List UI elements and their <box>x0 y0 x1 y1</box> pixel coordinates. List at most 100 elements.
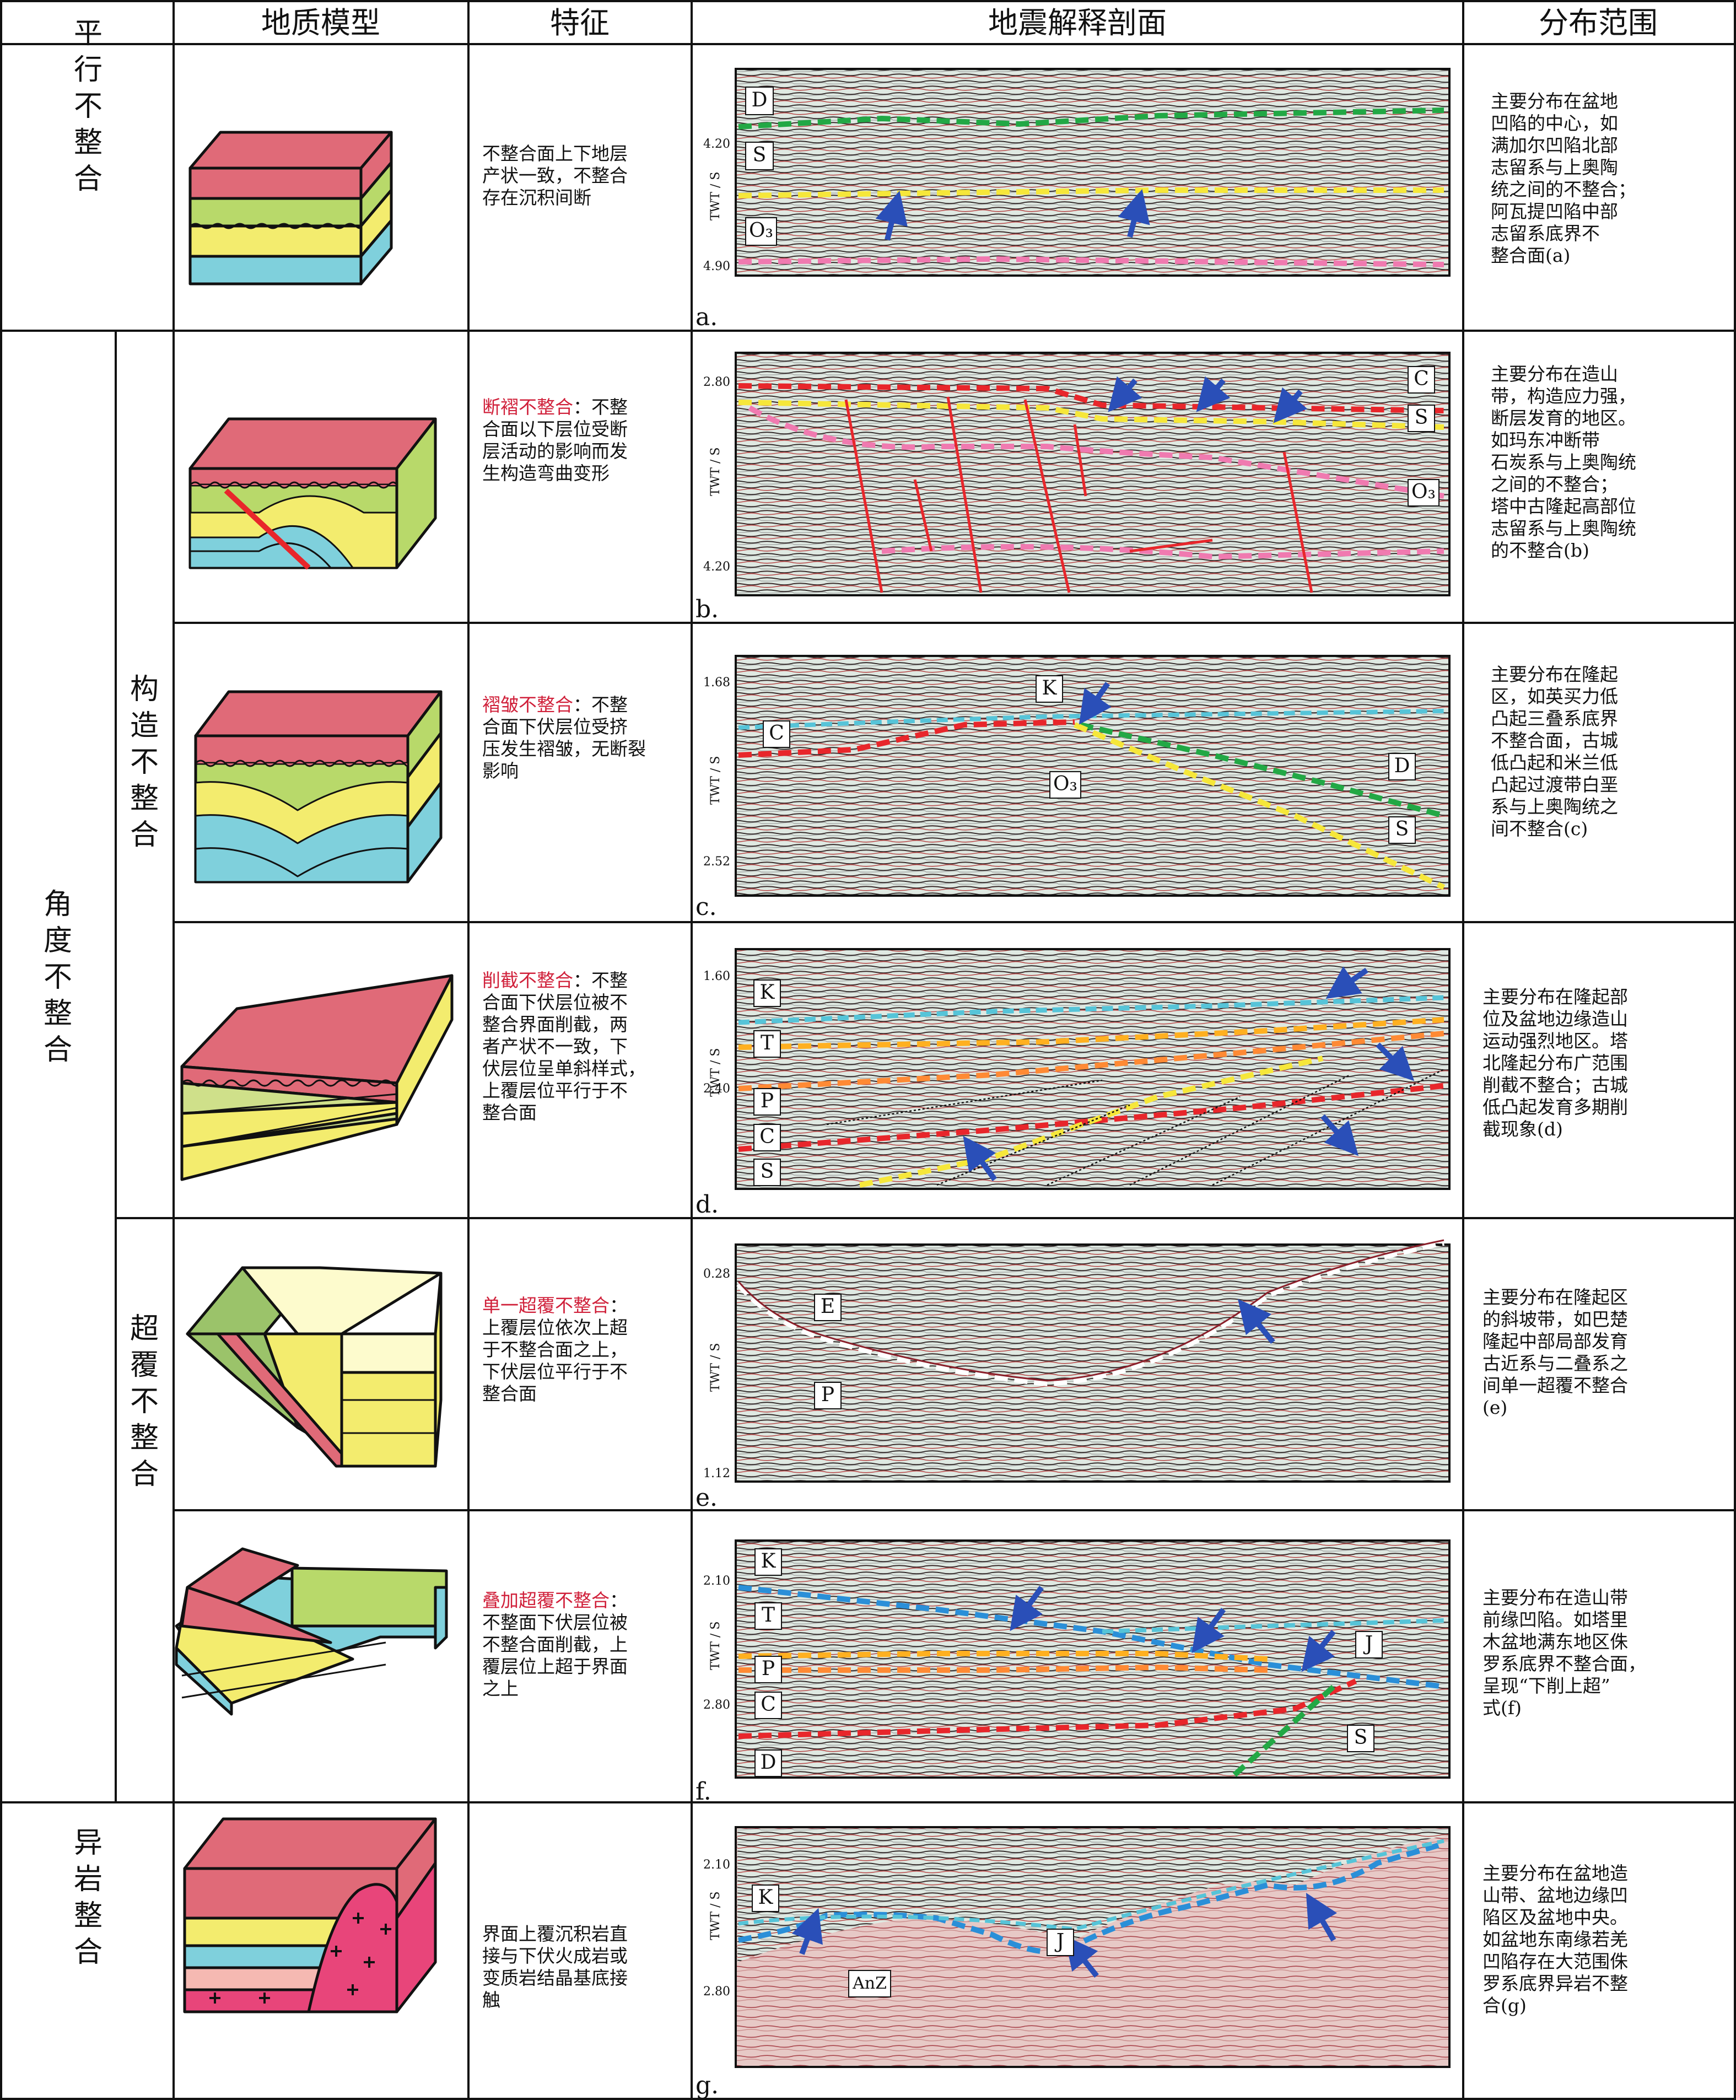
block-model-e <box>186 1266 443 1468</box>
tick-label: 0.28 <box>703 1267 730 1281</box>
category-char: 造 <box>130 709 159 742</box>
feature-text: 界面上覆沉积岩直 <box>482 1923 628 1945</box>
distribution-line: 运动强烈地区。塔 <box>1482 1030 1628 1052</box>
feature-text: 于不整合面之上， <box>482 1339 628 1360</box>
axis-label: TWT / S <box>709 448 723 496</box>
distribution-c: 主要分布在隆起区，如英买力低凸起三叠系底界不整合面，古城低凸起和米兰低凸起过渡带… <box>1491 664 1618 839</box>
distribution-line: 凹陷的中心，如 <box>1491 112 1618 134</box>
feature-line: 上覆层位依次上超 <box>482 1317 628 1338</box>
panel-label-e: e. <box>696 1484 718 1512</box>
distribution-line: 主要分布在造山带 <box>1482 1587 1628 1608</box>
seismic-panel-g: K J AnZ 2.10 2.80 TWT / S g. <box>696 1826 1451 2099</box>
distribution-line: 不整合面，古城 <box>1491 730 1618 751</box>
feature-type-name: 叠加超覆不整合 <box>482 1590 610 1611</box>
distribution-line: 带，构造应力强， <box>1491 385 1636 407</box>
stratum-label: S <box>761 1160 774 1183</box>
feature-line: 压发生褶皱，无断裂 <box>482 738 646 760</box>
stratum-label: S <box>1354 1726 1368 1749</box>
tick-label: 1.12 <box>703 1467 730 1480</box>
distribution-line: 志留系与上奥陶统 <box>1491 518 1636 539</box>
feature-text: 不整合面削截，上 <box>482 1634 628 1655</box>
feature-line: 整合界面削截，两 <box>482 1014 628 1035</box>
feature-line: 整合面 <box>482 1102 537 1123</box>
feature-text: 者产状不一致，下 <box>482 1036 628 1057</box>
category-char: 合 <box>44 1033 72 1067</box>
feature-text: ：不整 <box>573 970 628 991</box>
feature-line: 触 <box>482 1989 500 2011</box>
distribution-line: 如盆地东南缘若羌 <box>1482 1929 1628 1950</box>
feature-line: 叠加超覆不整合： <box>482 1590 628 1611</box>
category-structural: 构造不整合 <box>130 673 159 852</box>
panel-label-a: a. <box>696 303 718 331</box>
panel-label-d: d. <box>696 1191 719 1219</box>
category-angular: 角度不整合 <box>44 888 72 1067</box>
seismic-panel-d: K T P C S 1.60 2.40 TWT / S d. <box>696 948 1451 1219</box>
distribution-line: 统之间的不整合； <box>1491 179 1636 200</box>
distribution-line: 前缘凹陷。如塔里 <box>1482 1609 1628 1630</box>
distribution-line: 断层发育的地区。 <box>1491 407 1636 429</box>
distribution-line: 间单一超覆不整合 <box>1482 1375 1628 1396</box>
distribution-line: 主要分布在隆起部 <box>1482 986 1628 1008</box>
header-features: 特征 <box>550 6 610 40</box>
stratum-label: S <box>1395 818 1409 841</box>
tick-label: 2.80 <box>703 1985 730 1999</box>
stratum-label: D <box>1394 755 1410 777</box>
svg-text:角度不整合: 角度不整合 <box>44 888 72 1067</box>
distribution-line: 陷区及盆地中央。 <box>1482 1907 1628 1928</box>
feature-line: 上覆层位平行于不 <box>482 1080 628 1101</box>
feature-text: 影响 <box>482 760 519 782</box>
stratum-label: O₃ <box>749 219 773 242</box>
distribution-line: 低凸起发育多期削 <box>1482 1096 1628 1118</box>
stratum-label: T <box>762 1604 775 1627</box>
feature-text: ：不整 <box>573 694 628 715</box>
stratum-label: D <box>752 89 768 111</box>
tick-label: 1.60 <box>703 970 730 983</box>
stratum-label: S <box>753 144 767 166</box>
feature-text: 覆层位上超于界面 <box>482 1656 628 1677</box>
feature-text: 产状一致，不整合 <box>482 165 628 186</box>
feature-type-name: 褶皱不整合 <box>482 694 573 715</box>
stratum-label: AnZ <box>852 1974 887 1993</box>
feature-text: 下伏层位平行于不 <box>482 1361 628 1382</box>
distribution-line: 凸起三叠系底界 <box>1491 708 1618 729</box>
feature-text: 整合面 <box>482 1102 537 1123</box>
feature-line: 单一超覆不整合： <box>482 1295 628 1316</box>
feature-type-name: 单一超覆不整合 <box>482 1295 610 1316</box>
block-model-d <box>180 974 454 1181</box>
axis-label: TWT / S <box>709 1343 723 1392</box>
category-char: 整 <box>74 1899 103 1932</box>
feature-text: 整合界面削截，两 <box>482 1014 628 1035</box>
feature-line: 伏层位呈单斜样式， <box>482 1058 646 1079</box>
feature-line: 合面下伏层位受挤 <box>482 716 628 737</box>
distribution-line: 呈现“下削上超” <box>1482 1675 1610 1697</box>
stratum-label: P <box>762 1657 775 1680</box>
feature-text: 层活动的影响而发 <box>482 440 628 462</box>
category-char: 不 <box>130 1385 159 1418</box>
block-model-f <box>175 1547 448 1716</box>
block-model-c <box>194 690 443 884</box>
distribution-line: 隆起中部局部发育 <box>1482 1331 1628 1352</box>
distribution-line: 之间的不整合； <box>1491 473 1618 495</box>
axis-label: TWT / S <box>709 1048 723 1097</box>
distribution-line: 削截不整合；古城 <box>1482 1074 1628 1096</box>
feature-line: 覆层位上超于界面 <box>482 1656 628 1677</box>
distribution-line: 主要分布在盆地 <box>1491 90 1618 112</box>
distribution-line: 志留系底界不 <box>1491 223 1600 244</box>
distribution-f: 主要分布在造山带前缘凹陷。如塔里木盆地满东地区侏罗系底界不整合面，呈现“下削上超… <box>1482 1587 1646 1719</box>
feature-line: 合面以下层位受断 <box>482 418 628 440</box>
feature-line: 变质岩结晶基底接 <box>482 1967 628 1989</box>
feature-text: 变质岩结晶基底接 <box>482 1967 628 1989</box>
category-char: 合 <box>130 1458 159 1491</box>
category-char: 构 <box>130 673 159 706</box>
axis-label: TWT / S <box>709 756 723 805</box>
feature-text: 之上 <box>482 1678 519 1699</box>
feature-text: 合面下伏层位被不 <box>482 992 628 1013</box>
panel-label-b: b. <box>696 595 719 623</box>
category-char: 整 <box>130 782 159 815</box>
tick-label: 4.20 <box>703 137 730 151</box>
feature-line: 不整面下伏层位被 <box>482 1612 628 1633</box>
category-char: 异 <box>74 1827 103 1860</box>
feature-type-name: 削截不整合 <box>482 970 573 991</box>
distribution-line: 主要分布在盆地造 <box>1482 1862 1628 1884</box>
